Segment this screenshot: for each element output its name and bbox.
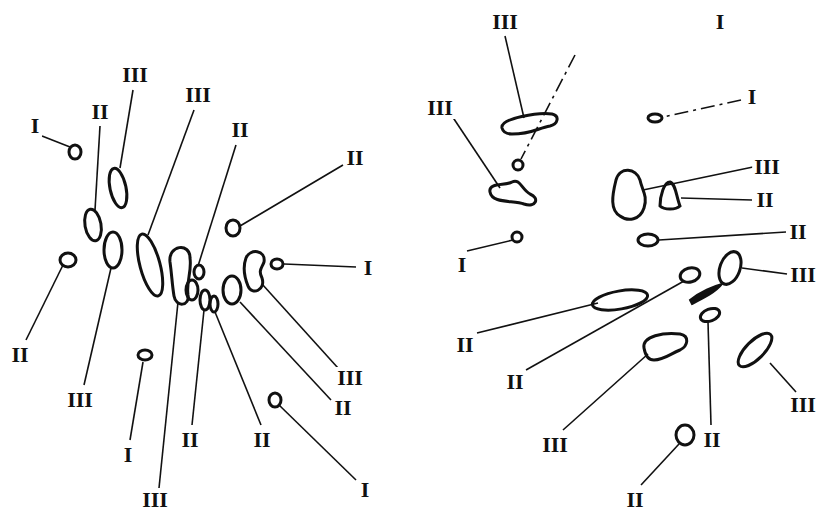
roman-numeral-label: I xyxy=(714,11,727,33)
roman-numeral-label: III xyxy=(788,394,818,416)
roman-numeral-label: II xyxy=(9,344,30,366)
roman-numeral-label: III xyxy=(65,389,95,411)
roman-numeral-label: III xyxy=(752,156,782,178)
roman-numeral-label: III xyxy=(140,489,170,511)
roman-numeral-label: III xyxy=(788,264,818,286)
roman-numeral-label: III xyxy=(425,97,455,119)
roman-numeral-label: II xyxy=(229,119,250,141)
roman-numeral-label: II xyxy=(179,429,200,451)
roman-numeral-label: III xyxy=(490,11,520,33)
roman-numeral-label: II xyxy=(89,101,110,123)
roman-numeral-label: II xyxy=(454,334,475,356)
roman-numeral-label: I xyxy=(359,479,372,501)
roman-numeral-label: II xyxy=(624,489,645,511)
roman-numeral-label: II xyxy=(504,371,525,393)
roman-numeral-label: III xyxy=(335,367,365,389)
roman-numeral-label: I xyxy=(29,115,42,137)
roman-numeral-label: III xyxy=(183,84,213,106)
right-figure xyxy=(452,36,796,485)
roman-numeral-label: II xyxy=(344,147,365,169)
roman-numeral-label: II xyxy=(754,189,775,211)
roman-numeral-label: III xyxy=(120,64,150,86)
roman-numeral-label: I xyxy=(362,257,375,279)
roman-numeral-label: I xyxy=(122,444,135,466)
roman-numeral-label: I xyxy=(746,86,759,108)
roman-numeral-label: I xyxy=(456,254,469,276)
left-figure xyxy=(26,90,356,488)
roman-numeral-label: II xyxy=(787,221,808,243)
roman-numeral-label: III xyxy=(540,434,570,456)
roman-numeral-label: II xyxy=(701,429,722,451)
roman-numeral-label: II xyxy=(251,429,272,451)
roman-numeral-label: II xyxy=(332,397,353,419)
